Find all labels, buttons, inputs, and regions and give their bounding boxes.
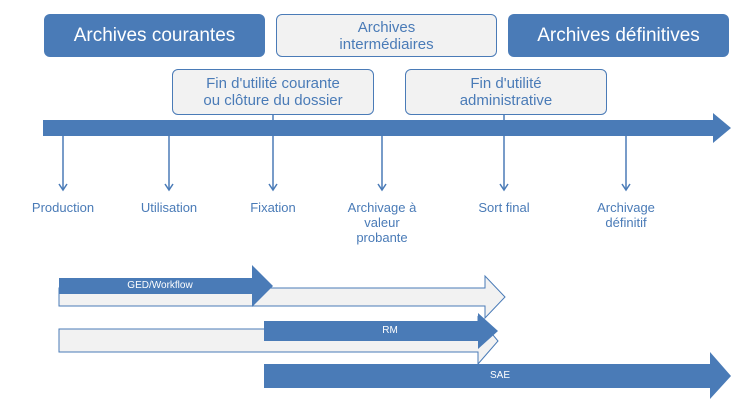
drop-arrow-fixation <box>268 136 278 192</box>
sae-arrow <box>264 352 731 399</box>
ged-arrow <box>59 265 273 307</box>
event-fin-utilite-courante: Fin d'utilité courante ou clôture du dos… <box>172 69 374 115</box>
phase-archives-intermediaires: Archives intermédiaires <box>276 14 497 57</box>
tool-sae-label: SAE <box>489 370 510 381</box>
phase-archives-courantes-label: Archives courantes <box>73 24 236 46</box>
event-fin-utilite-administrative-label: Fin d'utilité administrative <box>459 75 553 109</box>
rm-arrow <box>264 313 498 349</box>
timeline-arrow <box>43 113 731 143</box>
drop-arrow-production <box>58 136 68 192</box>
ged-extension-arrow <box>58 274 506 320</box>
tool-ged-label: GED/Workflow <box>127 280 193 291</box>
drop-arrow-archivage-probante <box>377 136 387 192</box>
step-utilisation: Utilisation <box>140 200 198 215</box>
event-fin-utilite-courante-label: Fin d'utilité courante ou clôture du dos… <box>203 75 343 109</box>
phase-archives-courantes: Archives courantes <box>44 14 265 57</box>
drop-arrow-archivage-definitif <box>621 136 631 192</box>
drop-arrow-utilisation <box>164 136 174 192</box>
step-sort-final: Sort final <box>478 200 530 215</box>
step-archivage-definitif: Archivage définitif <box>597 200 655 230</box>
step-fixation: Fixation <box>250 200 296 215</box>
phase-archives-definitives-label: Archives définitives <box>537 24 700 46</box>
step-archivage-probante: Archivage à valeur probante <box>347 200 417 245</box>
phase-archives-definitives: Archives définitives <box>508 14 729 57</box>
drop-arrow-sort-final <box>499 136 509 192</box>
event-fin-utilite-administrative: Fin d'utilité administrative <box>405 69 607 115</box>
phase-archives-intermediaires-label: Archives intermédiaires <box>339 18 434 53</box>
step-production: Production <box>31 200 95 215</box>
tool-rm-label: RM <box>382 325 398 336</box>
